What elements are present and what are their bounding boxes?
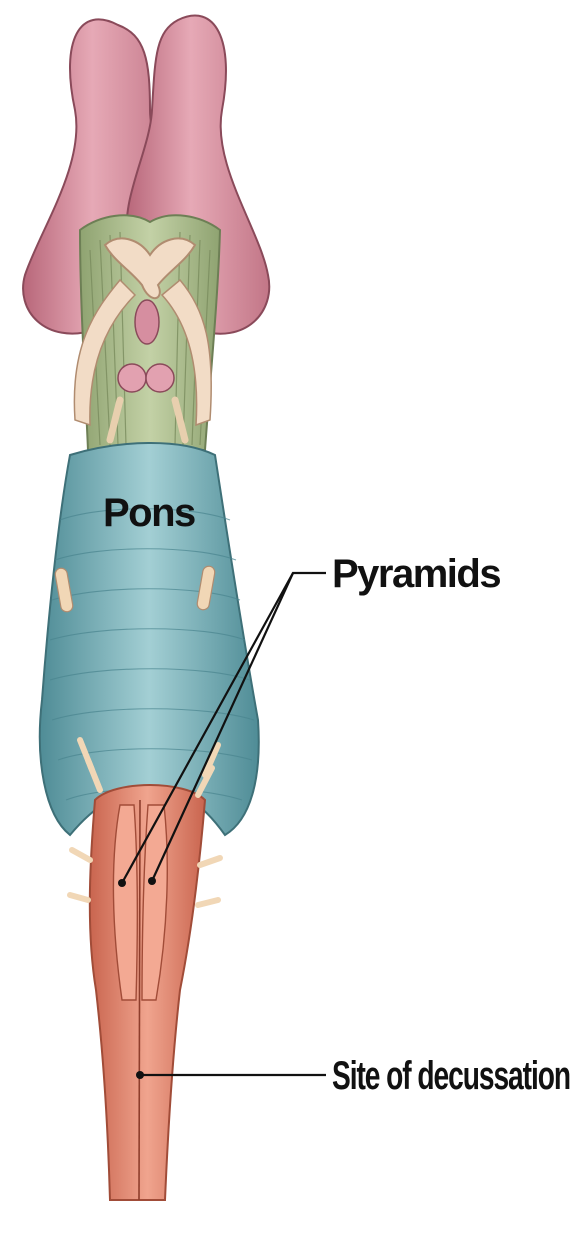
mammillary-body-left [118,364,146,392]
median-fissure [139,800,140,1200]
label-pons: Pons [103,491,195,535]
infundibulum [135,300,159,344]
mammillary-body-right [146,364,174,392]
pyramids-pointer-dot-right [148,877,156,885]
pyramids-pointer-dot-left [118,879,126,887]
decussation-pointer-dot [136,1071,144,1079]
label-site-of-decussation: Site of decussation [332,1054,570,1098]
label-pyramids: Pyramids [332,552,500,596]
